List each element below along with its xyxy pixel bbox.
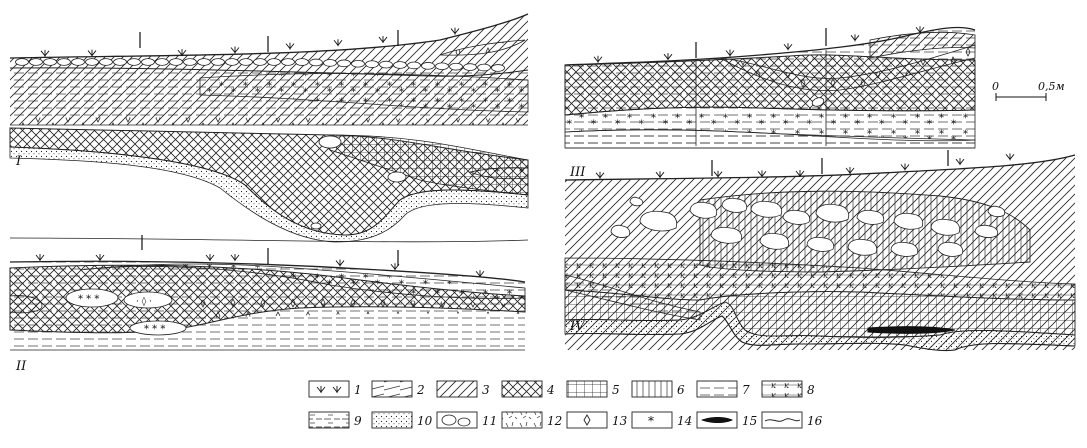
svg-text:*: *: [648, 414, 654, 428]
legend-swatch-oblique-lines: [371, 380, 413, 398]
svg-text:* * *: * * *: [78, 294, 99, 305]
legend-item-6: 6: [631, 380, 685, 398]
legend-number-10: 10: [417, 414, 433, 428]
section-I: I: [9, 13, 529, 243]
legend-swatch-boulders: [436, 411, 478, 429]
section-II: * * * · ◊ · * * * II: [9, 235, 526, 374]
legend-item-13: 13: [566, 411, 628, 429]
svg-text:· ◊ ·: · ◊ ·: [136, 296, 152, 307]
boulder-layer-IV: [610, 196, 1006, 257]
legend-swatch-vertical-lines: [631, 380, 673, 398]
legend-number-12: 12: [547, 414, 562, 428]
section-I-label: I: [15, 154, 22, 169]
legend-number-9: 9: [354, 414, 362, 428]
legend-item-16: 16: [761, 411, 823, 429]
legend-item-5: 5: [566, 380, 620, 398]
legend-item-12: 12: [501, 411, 562, 429]
section-IV-label: IV: [569, 319, 586, 334]
legend-swatch-wavy-boundary: [761, 411, 803, 429]
legend-swatch-turf: [308, 380, 350, 398]
legend-item-1: 1: [308, 380, 362, 398]
legend-swatch-diagonal-hatch: [436, 380, 478, 398]
legend-number-15: 15: [742, 414, 757, 428]
turf-marks-III: [593, 26, 925, 63]
legend-swatch-dots: [371, 411, 413, 429]
legend-number-16: 16: [807, 414, 823, 428]
legend-number-3: 3: [482, 383, 490, 397]
svg-text:* * *: * * *: [144, 324, 165, 335]
scale-end-label: 0,5м: [1038, 80, 1065, 93]
cobble-layer-I: [15, 58, 505, 230]
section-IV: IV: [564, 150, 1076, 352]
turf-marks-II: [35, 254, 485, 278]
legend-swatch-stars: *: [631, 411, 673, 429]
legend-swatch-dashed-horizontal: [308, 411, 350, 429]
legend-number-1: 1: [354, 383, 362, 397]
legend-number-8: 8: [807, 383, 815, 397]
turf-marks-I: [40, 27, 460, 57]
section-III-label: III: [569, 165, 586, 180]
legend-item-14: * 14: [631, 411, 692, 429]
legend-number-6: 6: [677, 383, 685, 397]
scale-start-label: 0: [992, 80, 999, 93]
legend-swatch-cross-hatch: [501, 380, 543, 398]
legend-item-7: 7: [696, 380, 750, 398]
legend-item-11: 11: [436, 411, 497, 429]
legend-item-4: 4: [501, 380, 555, 398]
scale-bar: 0 0,5м: [992, 80, 1065, 101]
section-II-label: II: [15, 359, 27, 374]
legend-swatch-grid: [566, 380, 608, 398]
legend-number-11: 11: [482, 414, 497, 428]
legend-number-5: 5: [612, 383, 620, 397]
legend-item-8: 8: [761, 380, 815, 398]
legend-swatch-horizontal-lines: [696, 380, 738, 398]
legend-swatch-k-marks: [761, 380, 803, 398]
legend-number-13: 13: [612, 414, 628, 428]
legend-item-10: 10: [371, 411, 433, 429]
legend-number-7: 7: [742, 383, 750, 397]
legend-number-4: 4: [546, 383, 555, 397]
legend-item-2: 2: [371, 380, 425, 398]
legend-swatch-diamonds: [566, 411, 608, 429]
legend-number-2: 2: [416, 383, 425, 397]
legend-number-14: 14: [677, 414, 692, 428]
turf-marks-IV: [595, 153, 1015, 179]
legend-item-9: 9: [308, 411, 362, 429]
legend-item-3: 3: [436, 380, 490, 398]
legend-swatch-tick-marks: [501, 411, 543, 429]
section-III: III: [564, 26, 976, 180]
legend-item-15: 15: [696, 411, 757, 429]
legend-swatch-black-lens: [696, 411, 738, 429]
